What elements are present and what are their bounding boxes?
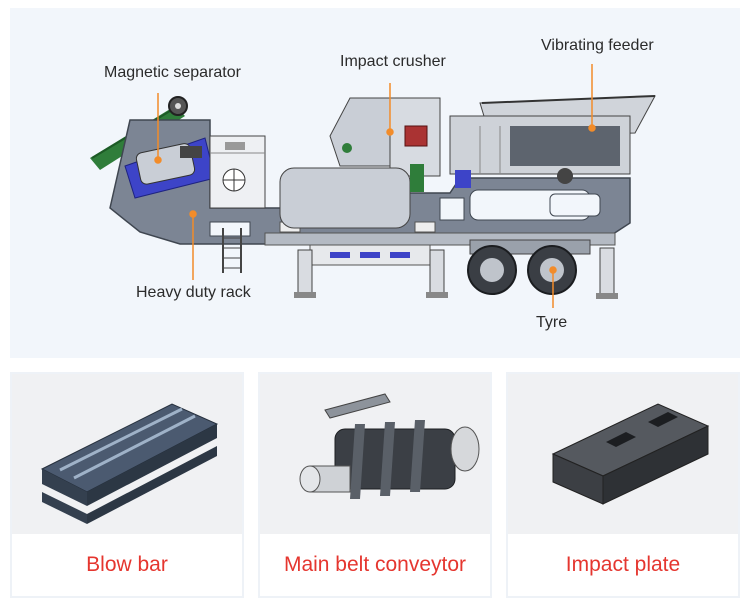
part-card-impact-plate: Impact plate	[506, 372, 740, 598]
access-ladder	[222, 228, 242, 273]
vibrating-feeder-hopper	[449, 95, 656, 188]
label-vibrating-feeder: Vibrating feeder	[541, 37, 654, 54]
magnetic-separator-unit	[124, 137, 216, 199]
part-card-blow-bar: Blow bar	[10, 372, 244, 598]
blow-bar-caption: Blow bar	[12, 534, 242, 596]
parts-gallery: Blow bar Main belt conveytor	[10, 372, 740, 602]
rotor-illustration	[299, 393, 480, 499]
support-legs	[294, 247, 618, 299]
chassis-frame	[109, 119, 631, 245]
rotor-image	[260, 374, 490, 534]
impact-plate-caption: Impact plate	[508, 534, 738, 596]
impact-crusher-housing	[279, 97, 441, 229]
callout-leaders	[154, 64, 596, 308]
tyre-wheels	[467, 239, 591, 295]
mobile-crusher-illustration	[90, 64, 656, 308]
label-heavy-duty-rack: Heavy duty rack	[136, 284, 251, 301]
blow-bar-image	[12, 374, 242, 534]
blow-bar-illustration	[40, 403, 219, 524]
label-impact-crusher: Impact crusher	[340, 53, 446, 70]
machine-diagram-panel: Magnetic separator Impact crusher Vibrat…	[10, 8, 740, 358]
impact-plate-illustration	[551, 403, 710, 505]
power-unit	[209, 135, 266, 209]
part-card-main-belt-conveytor: Main belt conveytor	[258, 372, 492, 598]
main-belt-conveytor-caption: Main belt conveytor	[260, 534, 490, 596]
label-tyre: Tyre	[536, 314, 568, 331]
impact-plate-image	[508, 374, 738, 534]
label-magnetic-separator: Magnetic separator	[104, 64, 241, 81]
